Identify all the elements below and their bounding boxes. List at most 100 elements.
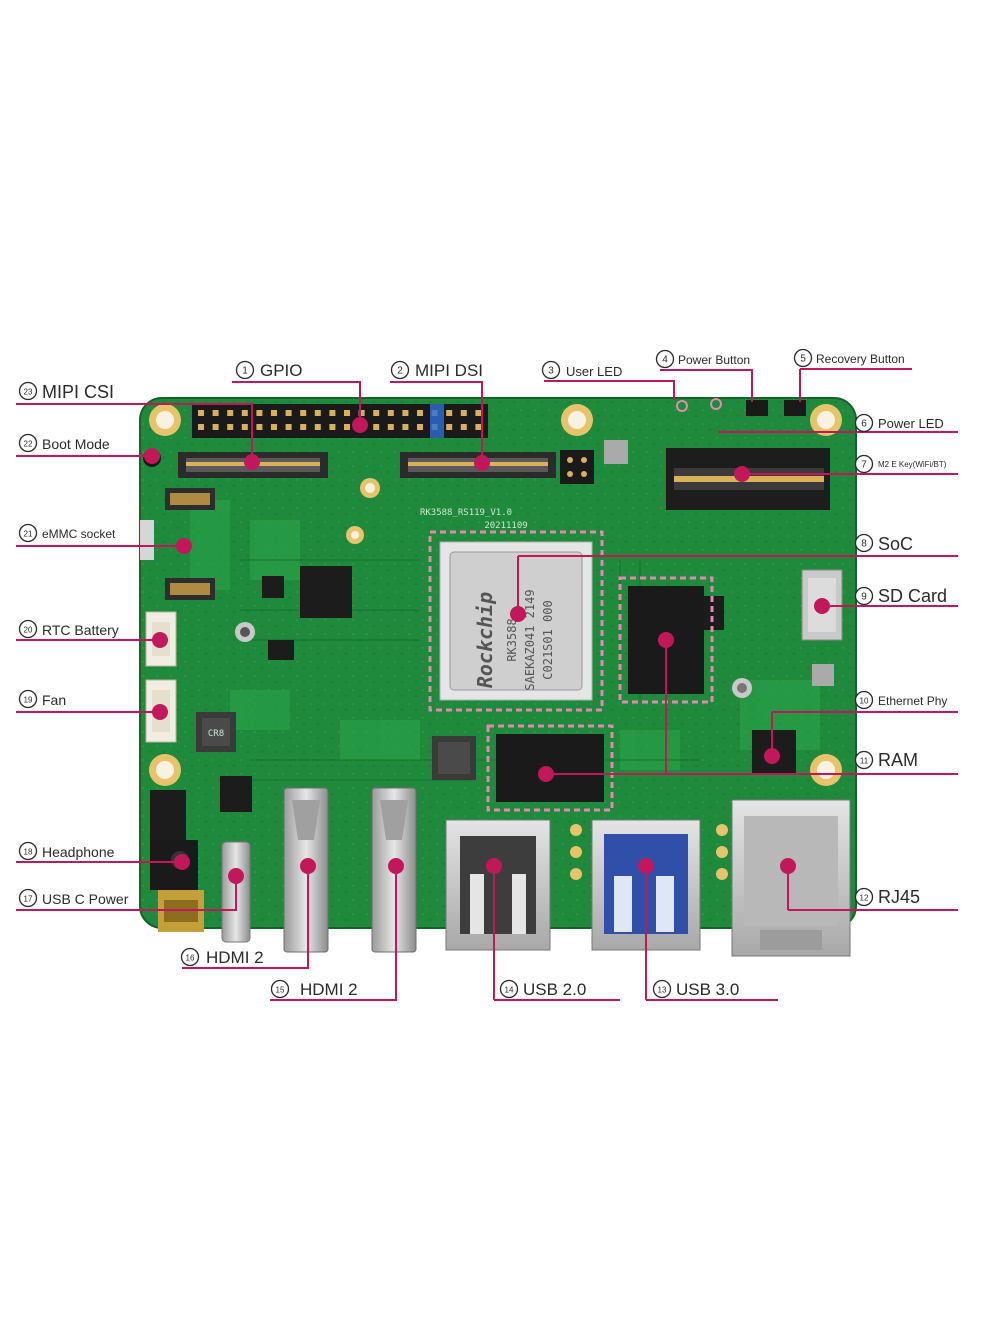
callout-number: 8 xyxy=(861,539,867,550)
recovery-button-part xyxy=(784,400,806,416)
callout-soc: 8 SoC xyxy=(510,533,958,622)
callout-number: 20 xyxy=(24,626,33,635)
callout-dot xyxy=(658,632,674,648)
callout-rj45: 12 RJ45 xyxy=(780,858,958,911)
callout-number-circle xyxy=(655,349,675,369)
callout-dot xyxy=(486,858,502,874)
callout-number-circle xyxy=(854,690,874,710)
gpio-header xyxy=(192,404,488,438)
callout-number: 22 xyxy=(24,440,33,449)
gpio-pin xyxy=(402,424,409,430)
gpio-pin xyxy=(256,410,263,416)
callout-dot xyxy=(638,858,654,874)
gpio-pin xyxy=(241,424,248,430)
callout-label: USB 3.0 xyxy=(676,980,739,999)
gpio-pin xyxy=(212,424,219,430)
emmc-socket-part xyxy=(140,488,215,600)
callout-leader-line xyxy=(493,866,620,1001)
callout-dot xyxy=(152,704,168,720)
callout-leader-line xyxy=(517,555,958,614)
gpio-pin xyxy=(241,410,248,416)
callout-leader-line xyxy=(16,403,253,462)
callout-dot xyxy=(388,858,404,874)
callout-number: 3 xyxy=(548,366,554,377)
soc-line3: C021S01 000 xyxy=(541,600,555,679)
callout-label: RJ45 xyxy=(878,887,920,907)
gpio-pin xyxy=(446,410,453,416)
fan-header-top xyxy=(560,450,594,484)
callout-leader-line xyxy=(182,866,309,969)
callout-dot xyxy=(352,417,368,433)
callout-number: 12 xyxy=(860,894,869,903)
callout-number: 5 xyxy=(800,354,806,365)
gpio-pin xyxy=(387,410,394,416)
callout-label: Fan xyxy=(42,692,66,708)
gpio-pin xyxy=(271,424,277,430)
inductor-mark: CR8 xyxy=(208,729,224,739)
callout-number-circle xyxy=(270,979,290,999)
callout-leader-line xyxy=(390,381,483,463)
gpio-pin xyxy=(358,410,365,416)
callout-label: User LED xyxy=(566,364,622,379)
silkscreen-model: RK3588_RS119_V1.0 xyxy=(420,508,512,518)
callout-dot xyxy=(244,454,260,470)
gpio-pin xyxy=(475,410,482,416)
gpio-pin xyxy=(314,410,321,416)
callout-dot xyxy=(538,766,554,782)
callout-number: 6 xyxy=(861,419,867,430)
callout-number-circle xyxy=(18,523,38,543)
callout-number-circle xyxy=(854,454,874,474)
gold-pads xyxy=(570,824,728,880)
callout-label: eMMC socket xyxy=(42,527,116,541)
callout-label: USB 2.0 xyxy=(523,980,586,999)
gpio-pin xyxy=(344,410,350,416)
gpio-pin xyxy=(417,424,423,430)
callout-label: GPIO xyxy=(260,361,303,380)
soc-line1: RK3588 xyxy=(505,618,519,661)
callout-dot xyxy=(764,748,780,764)
callout-leader-line xyxy=(645,866,778,1001)
gpio-pin xyxy=(256,424,263,430)
callout-dot xyxy=(152,632,168,648)
rj45-port xyxy=(731,799,851,957)
gpio-pin xyxy=(329,424,336,430)
callout-mipi-csi: 23 MIPI CSI xyxy=(16,381,260,470)
callout-number: 21 xyxy=(24,530,33,539)
gpio-pin xyxy=(387,424,394,430)
callout-leader-line xyxy=(799,368,912,402)
gpio-pin xyxy=(314,424,321,430)
callout-number: 18 xyxy=(24,848,33,857)
callout-number-circle xyxy=(652,979,672,999)
callout-dot xyxy=(510,606,526,622)
callout-dot xyxy=(300,858,316,874)
callout-number-circle xyxy=(18,841,38,861)
callout-number-circle xyxy=(854,750,874,770)
callout-label: HDMI 2 xyxy=(300,980,358,999)
callout-number: 23 xyxy=(24,388,33,397)
gpio-pin xyxy=(460,410,467,416)
callout-leader-line xyxy=(16,876,237,911)
callout-number: 11 xyxy=(860,757,869,766)
callout-label: Recovery Button xyxy=(816,352,905,366)
callout-dot xyxy=(814,598,830,614)
callout-label: SoC xyxy=(878,534,913,554)
callout-number: 10 xyxy=(860,697,869,706)
callout-label: Headphone xyxy=(42,844,115,860)
callout-number-circle xyxy=(235,360,255,380)
callout-label: Boot Mode xyxy=(42,436,110,452)
power-button-part xyxy=(746,400,768,416)
callout-number-circle xyxy=(541,360,561,380)
soc-line2: SAEKAZ041 2149 xyxy=(523,589,537,690)
callout-label: USB C Power xyxy=(42,891,129,907)
callout-label: MIPI CSI xyxy=(42,382,114,402)
